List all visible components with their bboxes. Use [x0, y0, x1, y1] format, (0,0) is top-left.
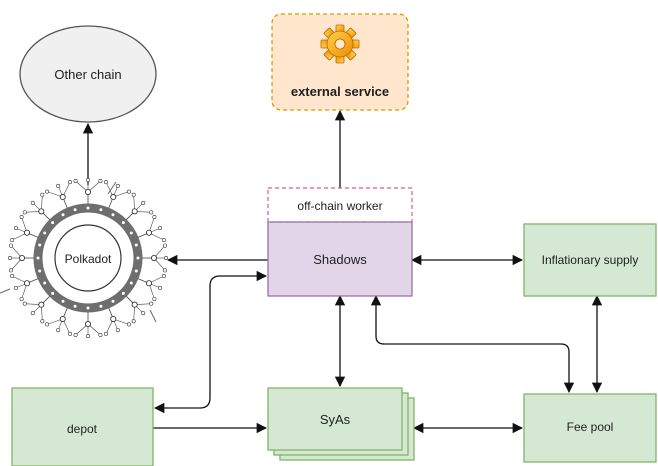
relay-ring-dot [43, 281, 47, 285]
shadows-node: Shadows [267, 221, 413, 297]
parachain-hub [22, 192, 51, 221]
relay-ring-dot [51, 221, 55, 225]
other-chain-label: Other chain [54, 67, 121, 82]
depot-node: depot [11, 387, 154, 466]
parachain-hub [103, 307, 131, 336]
relay-ring-dot [51, 291, 55, 295]
off-chain-worker-label: off-chain worker [297, 199, 382, 213]
relay-ring-dot [73, 304, 77, 308]
relay-ring-dot [99, 304, 103, 308]
parachain-hub [10, 215, 39, 243]
relay-ring-dot [86, 306, 90, 310]
relay-ring-dot [111, 213, 115, 217]
relay-ring-dot [38, 243, 42, 247]
relay-ring-dot [36, 256, 40, 260]
parachain-hub [142, 243, 169, 273]
depot-label: depot [67, 422, 98, 436]
fee-pool-label: Fee pool [567, 420, 614, 434]
relay-ring-dot [134, 243, 138, 247]
relay-ring-dot [121, 221, 125, 225]
parachain-hub [10, 273, 39, 301]
parachain-hub [125, 295, 154, 324]
parachain-hub [45, 307, 73, 336]
edge-depot-shadows [153, 270, 268, 414]
parachain-hub [22, 295, 51, 324]
external-service-node: external service [271, 13, 409, 111]
relay-ring-dot [121, 291, 125, 295]
relay-ring-dot [61, 213, 65, 217]
parachain-hub [103, 180, 131, 209]
gear-icon [320, 24, 360, 64]
parachain-hub [73, 178, 103, 204]
fee-pool-node: Fee pool [523, 393, 657, 463]
inflationary-supply-label: Inflationary supply [542, 253, 639, 267]
syas-node: SyAs [267, 387, 415, 461]
parachain-hub [125, 192, 154, 221]
inflationary-supply-node: Inflationary supply [523, 223, 657, 297]
parachain-hub [137, 215, 166, 243]
polkadot-label: Polkadot [65, 252, 112, 266]
parachain-hub [137, 273, 166, 301]
relay-ring-dot [99, 208, 103, 212]
polkadot-node: Polkadot [0, 178, 169, 338]
external-service-label: external service [291, 84, 389, 99]
relay-ring-dot [86, 206, 90, 210]
relay-ring-dot [73, 208, 77, 212]
connectors [82, 109, 603, 434]
parachain-hub [45, 180, 73, 209]
relay-ring-dot [129, 281, 133, 285]
other-chain-node: Other chain [19, 25, 157, 123]
relay-ring-dot [129, 231, 133, 235]
parachain-hub [73, 312, 103, 338]
relay-ring-dot [38, 269, 42, 273]
edge-shadows-fee-pool [370, 294, 575, 394]
relay-ring-dot [136, 256, 140, 260]
syas-label: SyAs [320, 412, 351, 427]
relay-ring-dot [61, 299, 65, 303]
relay-ring-dot [134, 269, 138, 273]
off-chain-worker-node: off-chain worker [267, 187, 413, 223]
polkadot-relay-chain-icon [0, 178, 169, 338]
shadows-label: Shadows [313, 252, 367, 267]
relay-ring-dot [43, 231, 47, 235]
parachain-hub [8, 243, 34, 273]
relay-ring-dot [111, 299, 115, 303]
